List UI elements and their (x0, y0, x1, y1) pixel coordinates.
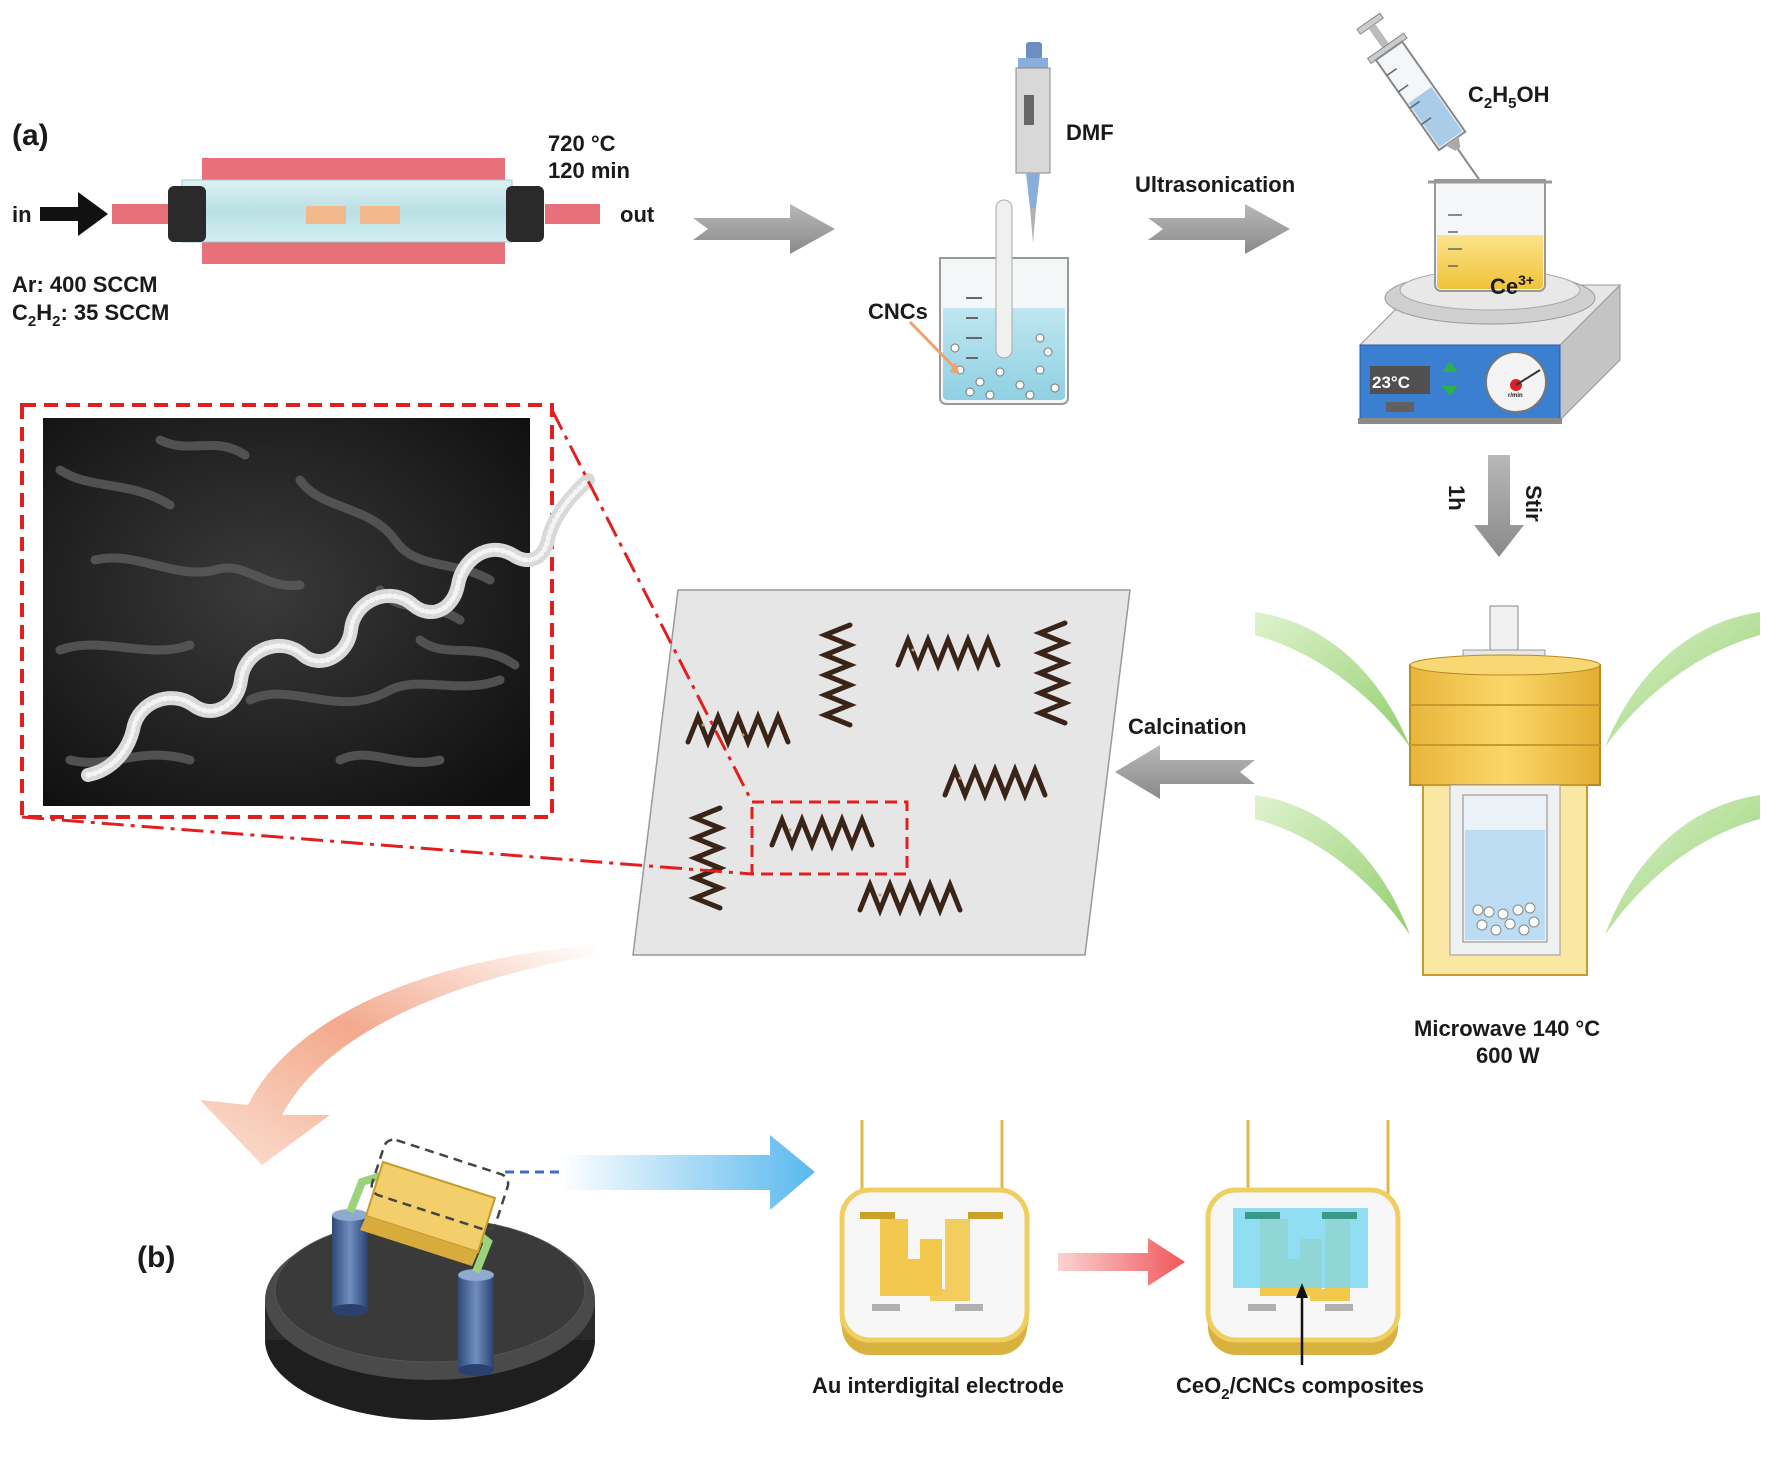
substrate-sheet (632, 589, 1131, 956)
duration-label: 120 min (548, 158, 630, 183)
coated-electrode-icon (1205, 1120, 1401, 1355)
outlet-label: out (620, 202, 655, 227)
interdigital-electrode-icon (839, 1120, 1030, 1355)
panel-label-a: (a) (12, 119, 49, 152)
hotplate-stirrer-icon: r/min (1358, 179, 1622, 424)
stir-time-label: 1h (1444, 485, 1469, 511)
syringe-icon (1356, 12, 1490, 194)
microwave-autoclave-icon (1409, 605, 1601, 976)
step-arrow-1 (693, 204, 835, 254)
zoom-line-bottom (21, 815, 753, 876)
coil-texture (701, 648, 962, 897)
blue-arrow (560, 1135, 815, 1210)
ultrasonication-label: Ultrasonication (1135, 172, 1295, 197)
zoom-line-top (550, 409, 754, 803)
dial-label: r/min (1508, 393, 1523, 399)
inlet-label: in (12, 202, 32, 227)
microwave-condition-2: 600 W (1476, 1043, 1540, 1068)
composite-label: CeO2/CNCs composites (1176, 1373, 1424, 1403)
pipette-icon (1015, 42, 1051, 243)
transfer-curve-arrow (200, 945, 595, 1165)
tube-furnace-icon (112, 158, 600, 264)
sensor-base-icon (265, 1138, 595, 1420)
microwave-waves (1255, 612, 1760, 935)
cerium-ion-label: Ce3+ (1490, 272, 1534, 299)
stir-label: Stir (1521, 485, 1546, 522)
calcination-label: Calcination (1128, 714, 1247, 739)
inlet-arrow (40, 192, 108, 236)
ethanol-label: C2H5OH (1468, 82, 1549, 112)
microwave-condition-1: Microwave 140 °C (1414, 1016, 1600, 1041)
zoom-selection-box (750, 800, 909, 876)
step-arrow-stir (1474, 455, 1524, 557)
step-arrow-2 (1148, 204, 1290, 254)
argon-flow-label: Ar: 400 SCCM (12, 272, 157, 297)
acetylene-flow-label: C2H2: 35 SCCM (12, 300, 169, 330)
composite-pointer-head (1296, 1283, 1308, 1298)
cncs-label: CNCs (868, 299, 928, 324)
cncs-pointer (908, 320, 957, 370)
dmf-label: DMF (1066, 120, 1114, 145)
sem-frame (20, 403, 554, 819)
cncs-pointer-head (950, 362, 960, 374)
sem-image (43, 418, 595, 806)
panel-label-b: (b) (137, 1241, 175, 1274)
step-arrow-calcination (1115, 745, 1255, 799)
temperature-label: 720 °C (548, 131, 616, 156)
coating-arrow (1058, 1238, 1185, 1286)
hotplate-display: 23°C (1372, 373, 1410, 392)
electrode-label: Au interdigital electrode (812, 1373, 1064, 1398)
carbon-nanocoils (685, 620, 1072, 917)
